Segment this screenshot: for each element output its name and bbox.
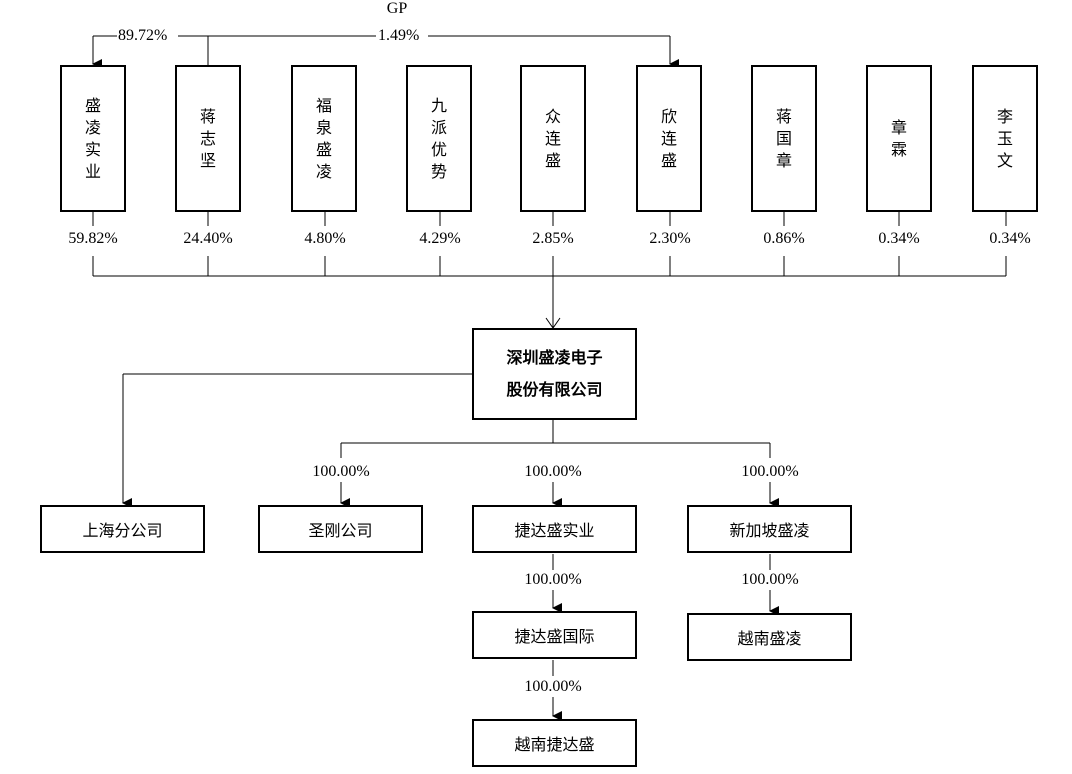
shareholder-percentage: 0.34% <box>878 230 920 247</box>
shareholder-percentage: 0.86% <box>763 230 805 247</box>
shareholder-box-3: 福泉盛凌 <box>291 65 357 212</box>
shareholder-name: 盛凌实业 <box>84 95 101 181</box>
shareholder-box-7: 蒋国章 <box>751 65 817 212</box>
shareholder-box-8: 章霖 <box>866 65 932 212</box>
subsidiary-percentage: 100.00% <box>524 463 582 480</box>
shareholder-box-5: 众连盛 <box>520 65 586 212</box>
subsidiary-name: 捷达盛实业 <box>514 521 595 540</box>
shareholder-box-6: 欣连盛 <box>636 65 702 212</box>
second-level-box-2: 越南盛凌 <box>687 613 852 661</box>
branch-box: 上海分公司 <box>40 505 205 553</box>
shareholder-percentage: 4.80% <box>304 230 346 247</box>
shareholder-name: 蒋志坚 <box>199 106 216 170</box>
subsidiary-box-2: 捷达盛实业 <box>472 505 637 553</box>
shareholder-name: 李玉文 <box>996 106 1013 170</box>
shareholder-name: 福泉盛凌 <box>315 95 332 181</box>
subsidiary-box-3: 新加坡盛凌 <box>687 505 852 553</box>
shareholder-box-2: 蒋志坚 <box>175 65 241 212</box>
shareholder-percentage: 24.40% <box>183 230 233 247</box>
shareholder-name: 章霖 <box>890 117 907 159</box>
second-level-box-1: 捷达盛国际 <box>472 611 637 659</box>
shareholder-name: 众连盛 <box>544 106 561 170</box>
main-company-name-line1: 深圳盛凌电子 <box>506 348 603 367</box>
subsidiary-box-1: 圣刚公司 <box>258 505 423 553</box>
second-level-name: 捷达盛国际 <box>514 627 595 646</box>
branch-name: 上海分公司 <box>82 521 163 540</box>
shareholder-box-1: 盛凌实业 <box>60 65 126 212</box>
subsidiary-percentage: 100.00% <box>312 463 370 480</box>
shareholder-box-9: 李玉文 <box>972 65 1038 212</box>
shareholder-name: 九派优势 <box>430 95 447 181</box>
third-level-percentage: 100.00% <box>524 678 582 695</box>
shareholder-percentage: 2.85% <box>532 230 574 247</box>
shareholder-percentage: 2.30% <box>649 230 691 247</box>
second-level-percentage: 100.00% <box>741 571 799 588</box>
second-level-name: 越南盛凌 <box>737 629 802 648</box>
gp-right-percentage: 1.49% <box>378 27 420 44</box>
shareholder-percentage: 59.82% <box>68 230 118 247</box>
shareholder-name: 欣连盛 <box>660 106 677 170</box>
shareholder-percentage: 4.29% <box>419 230 461 247</box>
subsidiary-name: 圣刚公司 <box>308 521 373 540</box>
gp-left-percentage: 89.72% <box>118 27 168 44</box>
main-company-name-line2: 股份有限公司 <box>506 380 603 399</box>
third-level-box-1: 越南捷达盛 <box>472 719 637 767</box>
shareholder-percentage: 0.34% <box>989 230 1031 247</box>
subsidiary-name: 新加坡盛凌 <box>729 521 810 540</box>
shareholder-box-4: 九派优势 <box>406 65 472 212</box>
second-level-percentage: 100.00% <box>524 571 582 588</box>
shareholder-name: 蒋国章 <box>775 106 792 170</box>
gp-label: GP <box>386 0 408 17</box>
subsidiary-percentage: 100.00% <box>741 463 799 480</box>
third-level-name: 越南捷达盛 <box>514 735 595 754</box>
main-company-box: 深圳盛凌电子 股份有限公司 <box>472 328 637 420</box>
